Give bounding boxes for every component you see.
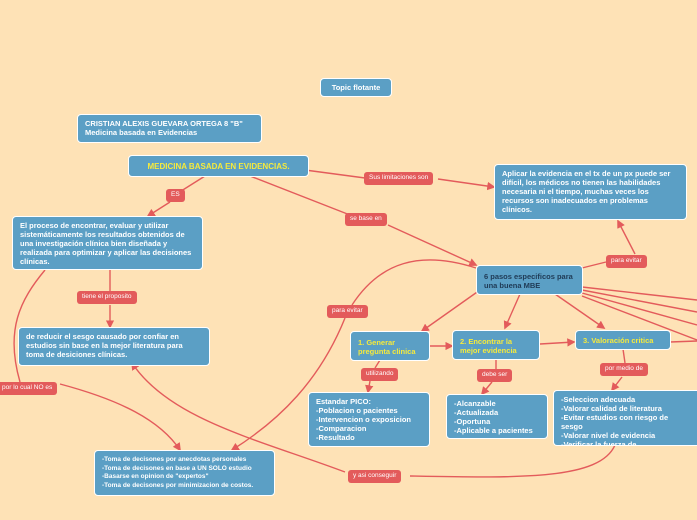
connector-2-3 (539, 338, 576, 347)
connector-utilizando-2 (365, 380, 374, 394)
step1-node[interactable]: 1. Generar pregunta clinica (350, 331, 430, 361)
connector-evitar-b (230, 317, 346, 451)
label-es[interactable]: ES (166, 189, 185, 202)
connector-step3 (554, 293, 606, 329)
limitations-node[interactable]: Aplicar la evidencia en el tx de un px p… (494, 164, 687, 220)
connector-step5 (581, 289, 697, 313)
label-utilizando[interactable]: utilizando (361, 368, 399, 381)
connector-not-a (13, 269, 46, 383)
label-tiene-proposito[interactable]: tiene el proposito (77, 291, 137, 304)
evidence-node[interactable]: -Alcanzable -Actualizada -Oportuna -Apli… (446, 394, 548, 439)
label-para-evitar[interactable]: para evitar (327, 305, 368, 318)
label-sus-limitaciones[interactable]: Sus limitaciones son (364, 172, 434, 185)
not-node[interactable]: -Toma de decisones por anecdotas persona… (94, 450, 275, 496)
connector-asi-b (131, 361, 346, 473)
connector-evitar-a (351, 259, 477, 306)
connector-steps-2 (387, 224, 478, 267)
connector-step1 (420, 289, 481, 332)
purpose-node[interactable]: de reducir el sesgo causado por confiar … (18, 327, 210, 366)
step3-node[interactable]: 3. Valoración critica (575, 330, 671, 350)
connector-es-def (146, 201, 171, 217)
connector-limitations-2 (437, 178, 496, 191)
main-topic[interactable]: MEDICINA BASADA EN EVIDENCIAS. (128, 155, 309, 177)
connector-3-off (669, 340, 697, 343)
connector-medio-2 (610, 376, 623, 392)
connector-step4 (581, 286, 697, 301)
definition-node[interactable]: El proceso de encontrar, evaluar y utili… (12, 216, 203, 270)
label-debe-ser[interactable]: debe ser (477, 369, 513, 382)
steps-node[interactable]: 6 pasos especificos para una buena MBE (476, 265, 583, 295)
connector-debe-2 (480, 381, 493, 396)
connector-step7 (581, 295, 697, 341)
pico-node[interactable]: Estandar PICO: -Poblacion o pacientes -I… (308, 392, 430, 447)
label-se-basa-en[interactable]: se base en (345, 213, 387, 226)
label-por-medio-de[interactable]: por medio de (600, 363, 648, 376)
critical-node[interactable]: -Seleccion adecuada -Valorar calidad de … (553, 390, 697, 446)
connector-evitar2-a (581, 261, 607, 269)
connector-not-b (59, 383, 181, 452)
connector-step2 (503, 293, 521, 330)
connector-limitations (304, 169, 366, 179)
label-por-lo-cual-no-es[interactable]: por lo cual NO es (0, 382, 58, 395)
label-y-asi-conseguir[interactable]: y asi conseguir (348, 470, 402, 483)
connector-step6 (581, 292, 697, 326)
label-para-evitar-limitaciones[interactable]: para evitar (606, 255, 647, 268)
connector-evitar2-b (617, 219, 636, 255)
connector-utilizando (374, 359, 381, 369)
connector-medio (622, 348, 626, 364)
connector-steps (249, 175, 351, 216)
connector-asi-a (409, 444, 616, 478)
author-node[interactable]: CRISTIAN ALEXIS GUEVARA ORTEGA 8 "B" Med… (77, 114, 262, 143)
floating-topic[interactable]: Topic flotante (320, 78, 392, 97)
step2-node[interactable]: 2. Encontrar la mejor evidencia (452, 330, 540, 360)
